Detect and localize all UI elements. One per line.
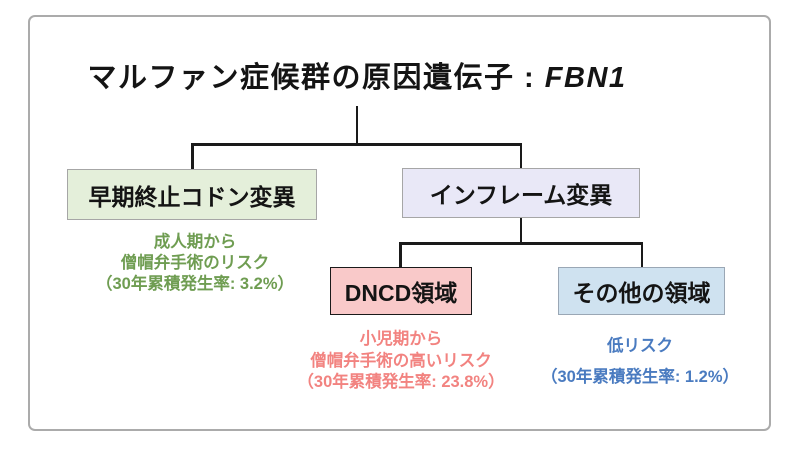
note-other-region: 低リスク （30年累積発生率: 1.2%）	[541, 331, 739, 393]
outer-frame	[28, 15, 771, 431]
note-line: 成人期から	[153, 233, 237, 251]
note-line: 僧帽弁手術の高いリスク	[310, 351, 492, 370]
diagram-title: マルファン症候群の原因遺伝子 : FBN1	[87, 62, 626, 95]
connector-level2-right-drop	[640, 242, 643, 269]
node-dncd-region: DNCD領域	[330, 267, 472, 315]
note-line: （30年累積発生率: 1.2%）	[540, 368, 740, 386]
note-premature-stop-codon: 成人期から 僧帽弁手術のリスク （30年累積発生率: 3.2%）	[96, 232, 294, 295]
title-gene: FBN1	[544, 62, 627, 94]
connector-inframe-stem	[519, 216, 522, 244]
node-inframe-mutation: インフレーム変異	[402, 168, 640, 218]
connector-level2-bar	[399, 242, 643, 245]
note-line: 小児期から	[359, 330, 443, 348]
note-line: 僧帽弁手術のリスク	[120, 254, 270, 272]
title-separator: :	[514, 62, 545, 94]
note-line: （30年累積発生率: 23.8%）	[297, 373, 505, 391]
connector-level1-bar	[191, 143, 522, 146]
connector-root-stem	[355, 106, 358, 144]
connector-level1-right-drop	[519, 143, 522, 170]
node-premature-stop-codon: 早期終止コドン変異	[67, 169, 317, 220]
connector-level2-left-drop	[399, 242, 402, 269]
note-dncd-region: 小児期から 僧帽弁手術の高いリスク （30年累積発生率: 23.8%）	[297, 329, 504, 394]
note-line: 低リスク	[606, 337, 673, 355]
title-text: マルファン症候群の原因遺伝子	[87, 62, 515, 94]
node-other-region: その他の領域	[558, 267, 725, 315]
note-line: （30年累積発生率: 3.2%）	[95, 275, 295, 293]
connector-level1-left-drop	[191, 143, 194, 171]
